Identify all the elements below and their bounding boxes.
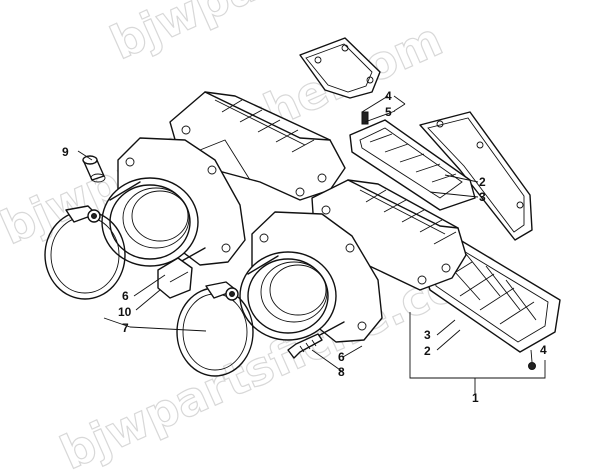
callout-4-bottom: 4 [540, 343, 547, 357]
callouts: 9 4 5 2 3 6 10 7 3 2 4 6 8 1 [62, 89, 547, 405]
rubber-boot-upper [101, 177, 206, 267]
bracket-block [157, 257, 193, 299]
leader-lines [77, 95, 546, 395]
bolt [287, 333, 323, 359]
reed-valve-top [349, 111, 476, 211]
gasket-top [299, 37, 381, 99]
callout-8: 8 [338, 365, 345, 379]
clamp-upper [44, 205, 126, 300]
nut-bottom [528, 362, 536, 370]
screw-top [361, 111, 369, 125]
callout-4-top: 4 [385, 89, 392, 103]
callout-2-bottom: 2 [424, 344, 431, 358]
spacer-sleeve [82, 155, 106, 183]
callout-1: 1 [472, 391, 479, 405]
callout-6-left: 6 [122, 289, 129, 303]
callout-7: 7 [122, 321, 129, 335]
callout-3-top: 3 [479, 190, 486, 204]
callout-5: 5 [385, 105, 392, 119]
gasket-right [419, 111, 533, 241]
callout-2-top: 2 [479, 175, 486, 189]
callout-9: 9 [62, 145, 69, 159]
callout-10: 10 [118, 305, 132, 319]
callout-3-bottom: 3 [424, 328, 431, 342]
rubber-boot-lower [239, 251, 345, 341]
callout-6-bottom: 6 [338, 350, 345, 364]
clamp-lower [176, 281, 254, 377]
